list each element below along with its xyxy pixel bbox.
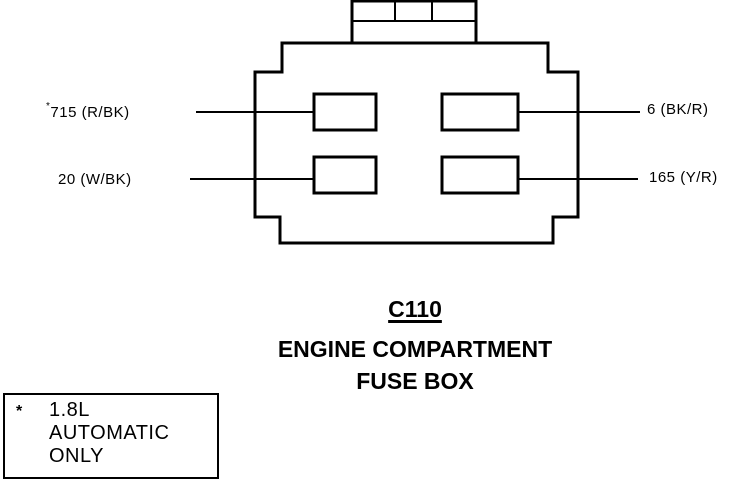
terminal-cavity-165	[440, 155, 520, 195]
wire-label-20: 20 (W/BK)	[58, 171, 132, 188]
connector-id: C110	[388, 296, 442, 322]
footnote-text: 1.8L AUTOMATIC ONLY	[49, 399, 169, 468]
footnote-box: * 1.8L AUTOMATIC ONLY	[3, 393, 219, 479]
terminal-cavity-6	[440, 92, 520, 132]
asterisk-marker: *	[46, 101, 51, 112]
terminal-cavity-715	[312, 92, 378, 132]
footnote-line: AUTOMATIC	[49, 422, 170, 444]
footnote-line: ONLY	[49, 445, 104, 467]
terminal-cavity-20	[312, 155, 378, 195]
locking-tab	[350, 0, 478, 45]
wire-label-165: 165 (Y/R)	[649, 169, 718, 186]
footnote-marker: *	[16, 403, 23, 420]
connector-name: ENGINE COMPARTMENT FUSE BOX	[230, 333, 600, 397]
wire-label-6: 6 (BK/R)	[647, 101, 709, 118]
connector-name-line: ENGINE COMPARTMENT	[277, 336, 553, 362]
connector-body	[253, 41, 580, 245]
wire-label-715: *715 (R/BK)	[46, 101, 130, 121]
footnote-line: 1.8L	[49, 399, 90, 421]
connector-name-line: FUSE BOX	[356, 368, 474, 394]
